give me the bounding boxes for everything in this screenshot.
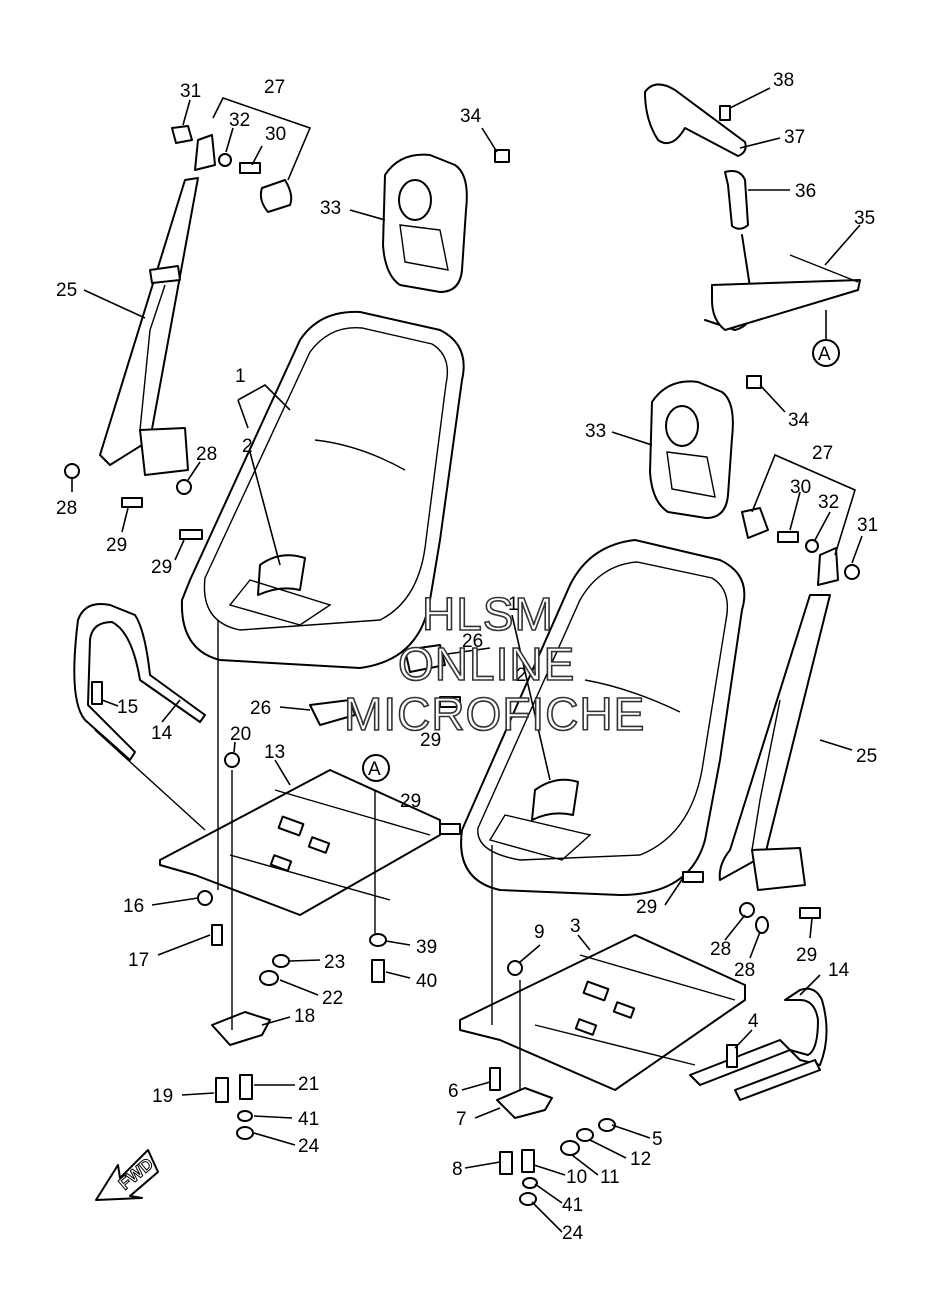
headrest-stay-assembly xyxy=(644,83,861,331)
callout-29: 29 xyxy=(400,791,421,812)
callout-41: 41 xyxy=(298,1109,319,1130)
callout-28: 28 xyxy=(196,444,217,465)
callout-11: 11 xyxy=(600,1167,620,1188)
callout-29: 29 xyxy=(420,730,441,751)
callout-labels: 31 27 32 30 25 28 28 29 29 1 2 34 33 38 … xyxy=(56,70,878,1244)
callout-38: 38 xyxy=(773,70,794,91)
callout-29: 29 xyxy=(106,535,127,556)
callout-25: 25 xyxy=(856,746,877,767)
reference-marker-a-upper: A xyxy=(812,310,840,367)
callout-34: 34 xyxy=(788,410,810,431)
watermark-line-2: ONLINE xyxy=(398,638,575,690)
callout-35: 35 xyxy=(854,208,875,229)
callout-6: 6 xyxy=(448,1081,459,1102)
watermark-line-1: HLSM xyxy=(422,588,554,640)
callout-2: 2 xyxy=(242,436,253,457)
watermark: HLSM ONLINE MICROFICHE xyxy=(343,587,645,741)
callout-18: 18 xyxy=(294,1006,315,1027)
callout-9: 9 xyxy=(534,922,545,943)
callout-40: 40 xyxy=(416,971,437,992)
svg-text:A: A xyxy=(818,344,831,365)
svg-text:A: A xyxy=(368,759,381,780)
callout-30: 30 xyxy=(790,477,811,498)
callout-4: 4 xyxy=(748,1011,759,1032)
callout-26: 26 xyxy=(462,631,483,652)
callout-1: 1 xyxy=(508,594,519,615)
callout-14: 14 xyxy=(151,723,173,744)
callout-19: 19 xyxy=(152,1086,173,1107)
callout-32: 32 xyxy=(229,110,250,131)
callout-10: 10 xyxy=(566,1167,587,1188)
callout-28: 28 xyxy=(710,939,731,960)
reference-marker-a-lower: A xyxy=(362,754,390,782)
callout-27: 27 xyxy=(264,77,285,98)
callout-12: 12 xyxy=(630,1149,651,1170)
headrest-upper xyxy=(382,153,468,293)
callout-5: 5 xyxy=(652,1129,663,1150)
callout-20: 20 xyxy=(230,724,251,745)
callout-22: 22 xyxy=(322,988,343,1009)
fasteners xyxy=(64,105,860,1206)
callout-17: 17 xyxy=(128,950,149,971)
callout-13: 13 xyxy=(264,742,285,763)
callout-29: 29 xyxy=(636,897,657,918)
grab-bar-left xyxy=(73,603,206,761)
seat-base-right xyxy=(459,934,746,1091)
callout-24: 24 xyxy=(562,1223,584,1244)
callout-21: 21 xyxy=(298,1074,319,1095)
callout-3: 3 xyxy=(570,916,581,937)
callout-37: 37 xyxy=(784,127,805,148)
callout-33: 33 xyxy=(320,198,341,219)
seat-left xyxy=(180,310,465,669)
callout-15: 15 xyxy=(117,697,138,718)
callout-24: 24 xyxy=(298,1136,320,1157)
callout-27: 27 xyxy=(812,443,833,464)
seat-base-left xyxy=(159,769,441,916)
seat-right xyxy=(460,539,746,896)
callout-39: 39 xyxy=(416,937,437,958)
watermark-line-3: MICROFICHE xyxy=(344,688,645,740)
leader-lines xyxy=(71,87,863,1233)
callout-36: 36 xyxy=(795,181,816,202)
callout-16: 16 xyxy=(123,896,144,917)
grab-bar-right xyxy=(689,987,828,1101)
callout-34: 34 xyxy=(460,106,482,127)
seatbelt-left xyxy=(99,177,199,476)
seatbelt-right xyxy=(718,594,831,891)
callout-1: 1 xyxy=(235,366,246,387)
callout-32: 32 xyxy=(818,492,839,513)
callout-23: 23 xyxy=(324,952,345,973)
callout-29: 29 xyxy=(151,557,172,578)
callout-41: 41 xyxy=(562,1195,583,1216)
callout-28: 28 xyxy=(734,960,755,981)
callout-7: 7 xyxy=(456,1109,467,1130)
headrest-lower xyxy=(649,380,734,519)
guide-lines xyxy=(94,620,521,1090)
callout-8: 8 xyxy=(452,1159,463,1180)
callout-29: 29 xyxy=(796,945,817,966)
callout-30: 30 xyxy=(265,124,286,145)
callout-14: 14 xyxy=(828,960,850,981)
callout-31: 31 xyxy=(857,515,878,536)
callout-33: 33 xyxy=(585,421,606,442)
callout-31: 31 xyxy=(180,81,201,102)
callout-26: 26 xyxy=(250,698,271,719)
callout-2: 2 xyxy=(516,665,527,686)
callout-28: 28 xyxy=(56,498,77,519)
fwd-arrow: FWD xyxy=(95,1149,159,1201)
callout-25: 25 xyxy=(56,280,77,301)
